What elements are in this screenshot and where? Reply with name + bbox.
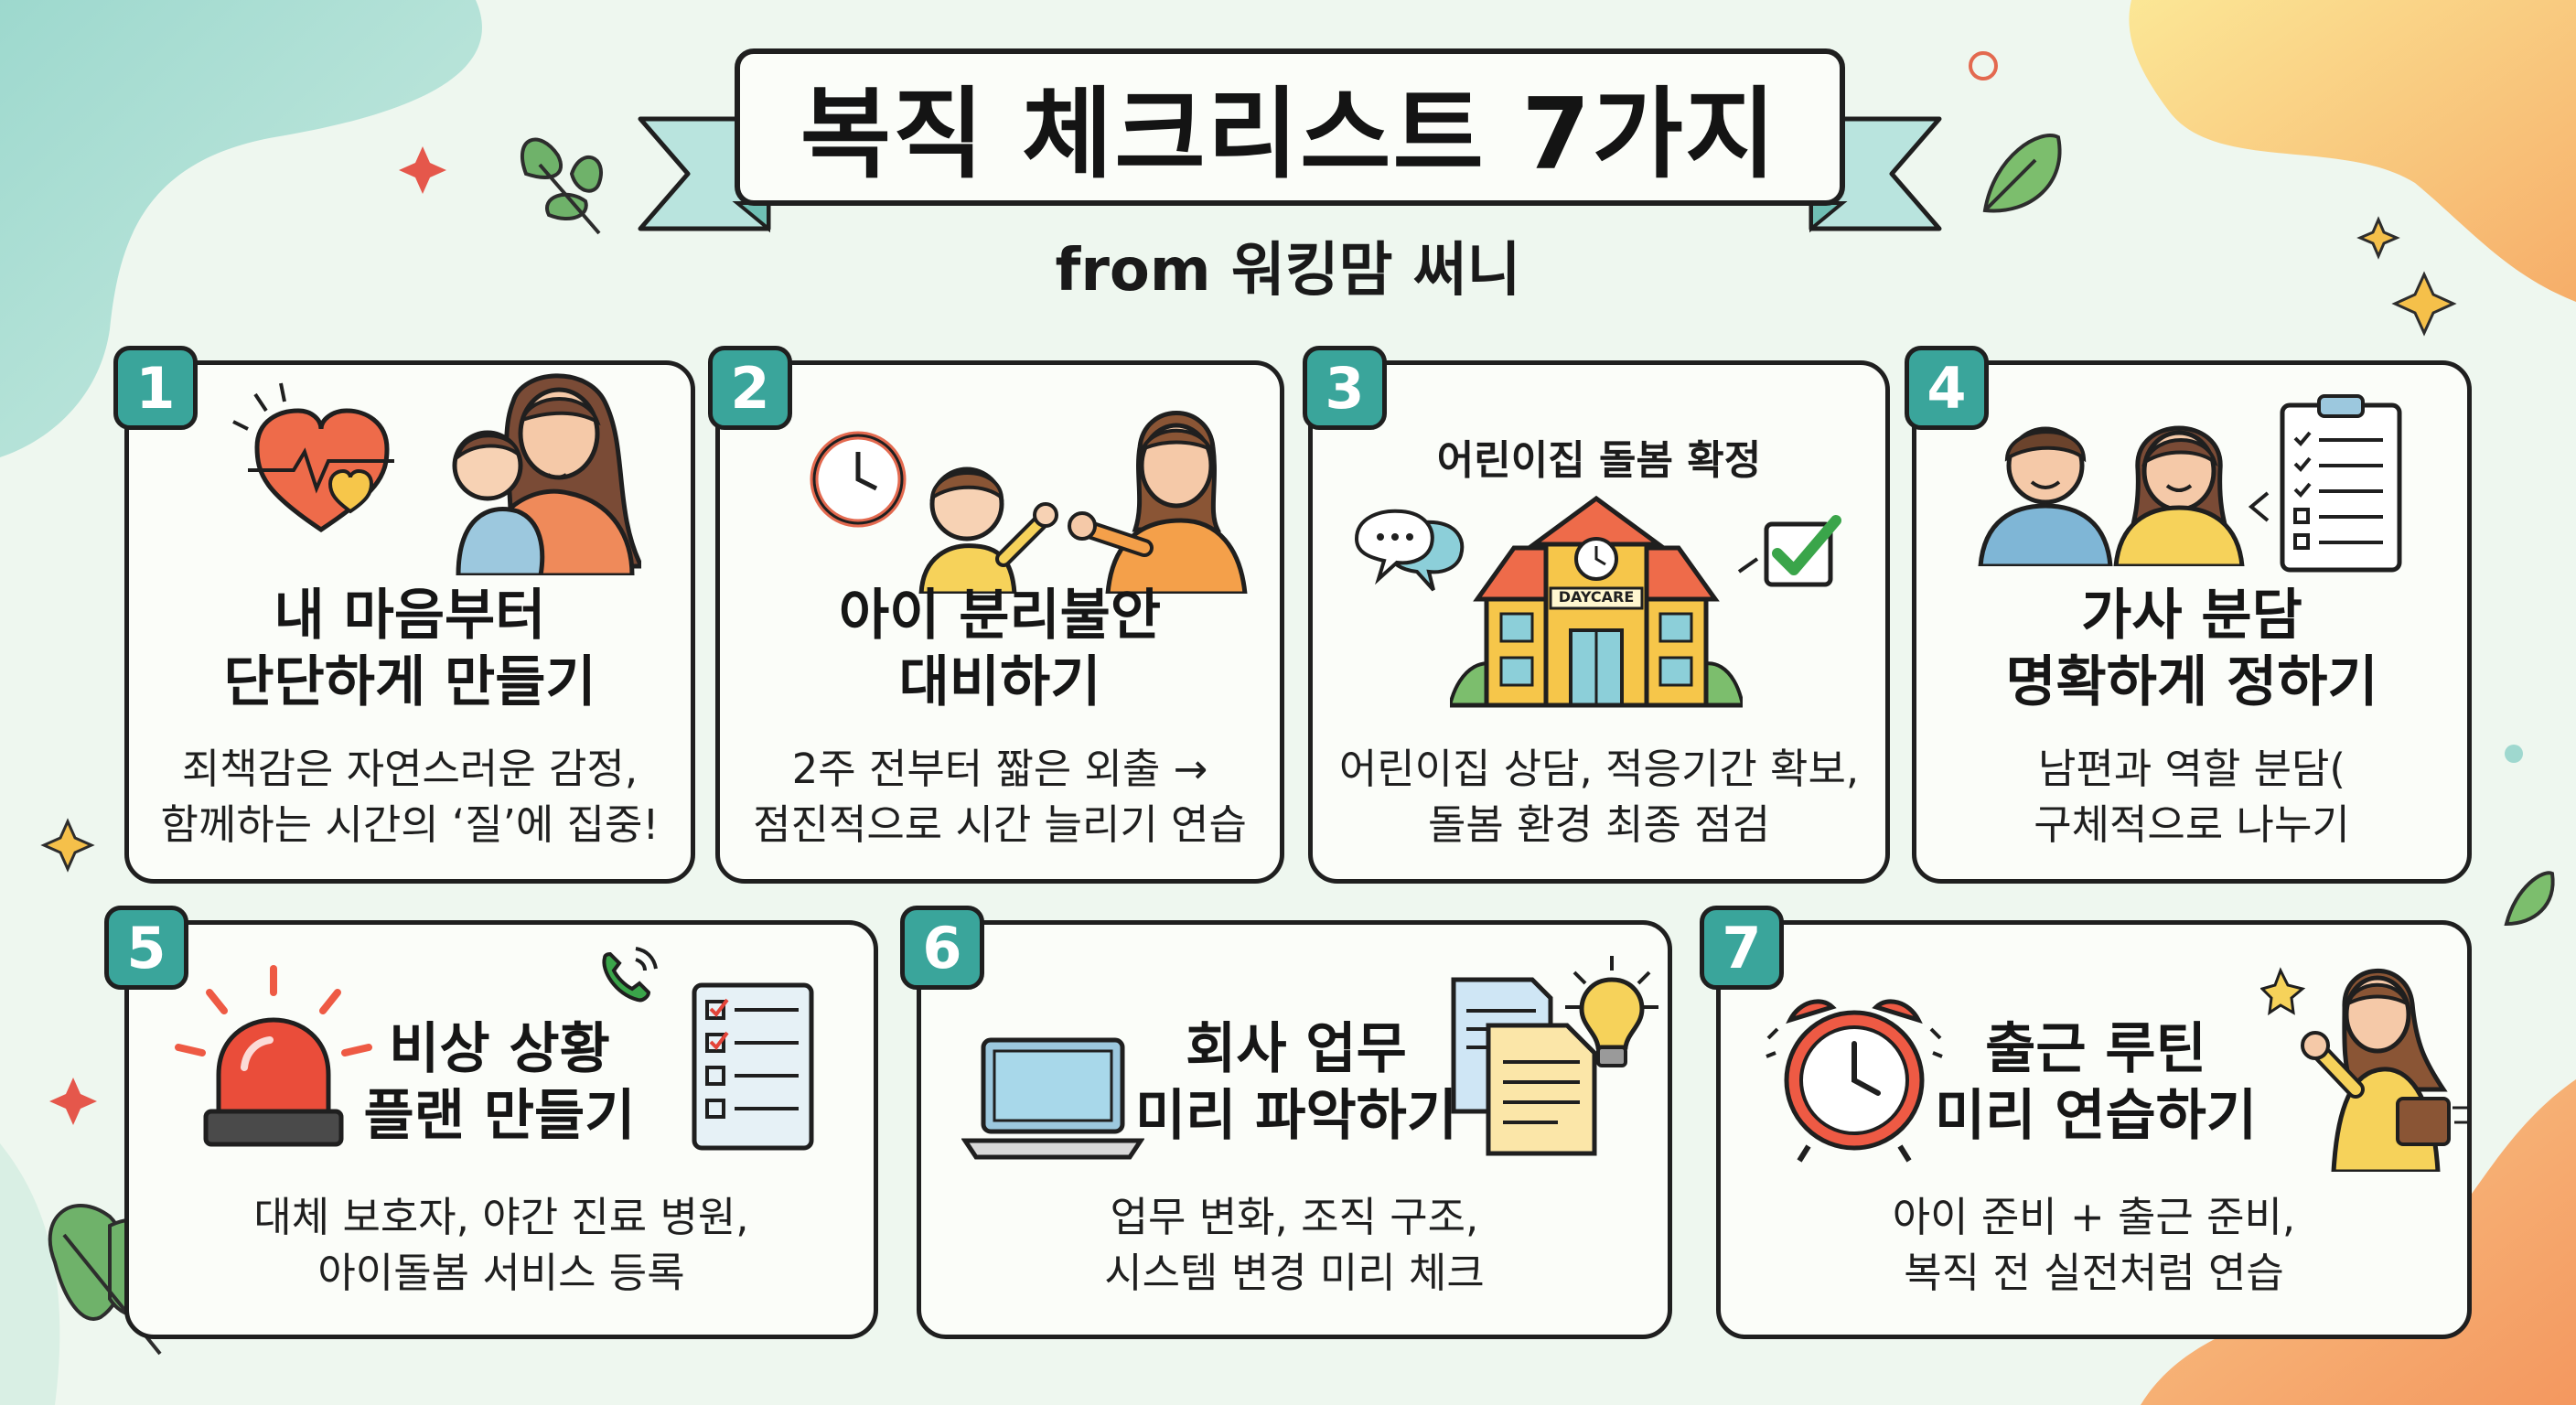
- title-banner: 복직 체크리스트 7가지: [631, 46, 1948, 256]
- wife-icon: [2113, 425, 2245, 569]
- daycare-sign-text: DAYCARE: [1558, 588, 1635, 606]
- card-4-desc-line-1: 남편과 역할 분담(: [2038, 745, 2345, 793]
- speech-bubble-icon: [1354, 509, 1465, 592]
- daycare-building-icon: [1447, 495, 1745, 708]
- card-5-number-badge: 5: [104, 906, 188, 990]
- card-5-desc-line-1: 대체 보호자, 야간 진료 병원,: [253, 1193, 749, 1241]
- card-3-desc-line-2: 돌봄 환경 최종 점검: [1427, 799, 1771, 849]
- checklist-card-6: 회사 업무 미리 파악하기 업무 변화, 조직 구조, 시스템 변경 미리 체크: [917, 920, 1672, 1339]
- checklist-card-5: 비상 상황 플랜 만들기 대체 보호자, 야간 진료 병원, 아이돌봄 서비스 …: [124, 920, 878, 1339]
- card-6-title-line-1: 회사 업무: [1186, 1017, 1407, 1081]
- card-7-desc-line-2: 복직 전 실전처럼 연습: [1904, 1248, 2284, 1297]
- card-1-desc-line-2: 함께하는 시간의 ‘질’에 집중!: [160, 799, 660, 849]
- card-6-title-line-2: 미리 파악하기: [1134, 1084, 1458, 1149]
- leaf-icon: [1982, 134, 2062, 213]
- card-2-desc-line-1: 2주 전부터 짧은 외출 →: [791, 745, 1208, 793]
- leaf-icon: [520, 137, 603, 235]
- card-5-title-line-2: 플랜 만들기: [363, 1084, 636, 1149]
- card-4-title-line-1: 가사 분담: [2081, 584, 2302, 648]
- card-3-number-badge: 3: [1303, 346, 1387, 430]
- card-2-title-line-1: 아이 분리불안: [838, 584, 1162, 648]
- page-subtitle: from 워킹맘 써니: [1055, 237, 1521, 305]
- card-7-title-line-1: 출근 루틴: [1985, 1017, 2206, 1081]
- card-3-desc-line-1: 어린이집 상담, 적응기간 확보,: [1338, 745, 1860, 793]
- card-1-desc-line-1: 죄책감은 자연스러운 감정,: [181, 745, 639, 793]
- checkbox-icon: [1737, 515, 1841, 587]
- heart-icon: [232, 382, 394, 533]
- leaf-icon: [2504, 871, 2555, 927]
- sparkle-icon: [49, 146, 446, 1125]
- mother-hugging-child-icon: [452, 373, 646, 578]
- card-2-desc-line-2: 점진적으로 시간 늘리기 연습: [753, 799, 1247, 849]
- card-4-title-line-2: 명확하게 정하기: [2005, 650, 2378, 715]
- card-6-desc-line-1: 업무 변화, 조직 구조,: [1110, 1193, 1479, 1241]
- checklist-icon: [692, 982, 814, 1151]
- documents-icon: [1451, 977, 1597, 1156]
- checklist-clipboard-icon: [2248, 394, 2402, 573]
- card-2-number-badge: 2: [708, 346, 792, 430]
- laptop-icon: [961, 1037, 1145, 1160]
- working-woman-icon: [2259, 967, 2469, 1174]
- siren-icon: [175, 965, 372, 1147]
- card-5-title-line-1: 비상 상황: [389, 1017, 610, 1081]
- page-title: 복직 체크리스트 7가지: [800, 78, 1778, 192]
- mother-waving-icon: [1068, 411, 1248, 596]
- ribbon-icon: [638, 48, 1942, 233]
- card-7-desc-line-1: 아이 준비 + 출근 준비,: [1892, 1193, 2296, 1241]
- card-2-title-line-2: 대비하기: [898, 650, 1101, 715]
- checklist-card-7: 출근 루틴 미리 연습하기 아이 준비 + 출근 준비, 복직 전 실전처럼 연…: [1716, 920, 2472, 1339]
- lightbulb-icon: [1565, 956, 1658, 1067]
- card-1-title-line-1: 내 마음부터: [274, 584, 546, 648]
- alarm-clock-icon: [1766, 999, 1943, 1163]
- husband-icon: [1978, 426, 2113, 569]
- checklist-card-3: 어린이집 돌봄 확정 DAYCARE: [1308, 360, 1890, 884]
- card-6-number-badge: 6: [900, 906, 984, 990]
- checklist-card-1: 내 마음부터 단단하게 만들기 죄책감은 자연스러운 감정, 함께하는 시간의 …: [124, 360, 695, 884]
- card-1-number-badge: 1: [113, 346, 198, 430]
- card-4-desc-line-2: 구체적으로 나누기: [2034, 799, 2350, 849]
- card-3-label: 어린이집 돌봄 확정: [1436, 437, 1762, 484]
- checklist-card-4: 가사 분담 명확하게 정하기 남편과 역할 분담( 구체적으로 나누기: [1912, 360, 2472, 884]
- card-5-desc-line-2: 아이돌봄 서비스 등록: [317, 1248, 685, 1297]
- clock-icon: [810, 431, 907, 528]
- card-4-number-badge: 4: [1905, 346, 1989, 430]
- card-1-title-line-2: 단단하게 만들기: [223, 650, 596, 715]
- card-7-title-line-2: 미리 연습하기: [1934, 1084, 2258, 1149]
- sparkle-icon: [40, 216, 2457, 873]
- card-6-desc-line-2: 시스템 변경 미리 체크: [1104, 1248, 1485, 1297]
- card-7-number-badge: 7: [1700, 906, 1784, 990]
- checklist-card-2: 아이 분리불안 대비하기 2주 전부터 짧은 외출 → 점진적으로 시간 늘리기…: [715, 360, 1284, 884]
- phone-icon: [602, 947, 658, 1003]
- child-waving-icon: [918, 467, 1058, 596]
